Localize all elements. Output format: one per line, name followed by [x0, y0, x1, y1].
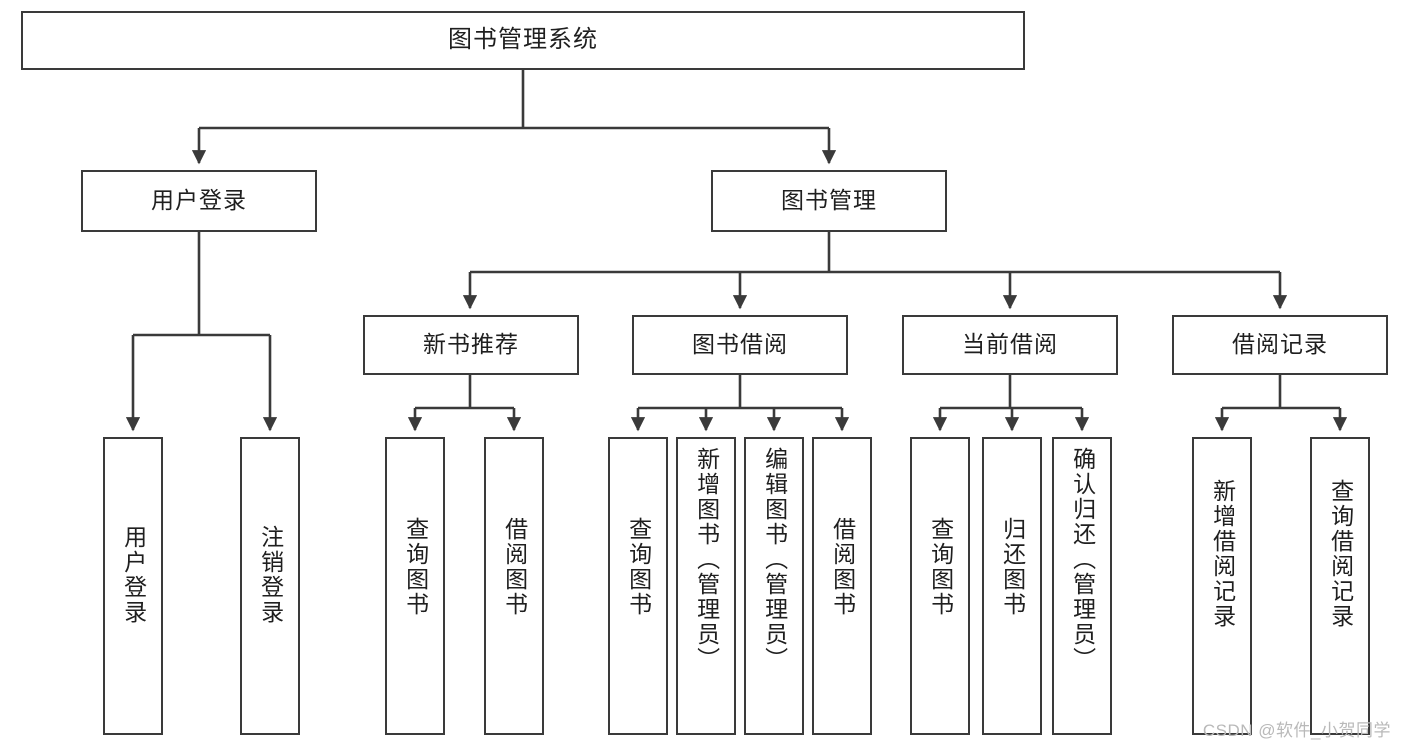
node-leaf-borrow-book-1-label: 借阅图书 — [501, 517, 528, 617]
node-leaf-logout-label: 注销登录 — [257, 525, 284, 625]
node-leaf-confirm-return-label: 确认归还（管理员） — [1069, 447, 1096, 672]
node-leaf-add-record[interactable]: 新增借阅记录 — [1192, 437, 1252, 735]
node-leaf-return-book[interactable]: 归还图书 — [982, 437, 1042, 735]
node-borrow-record-label: 借阅记录 — [1232, 331, 1328, 358]
node-leaf-edit-book[interactable]: 编辑图书（管理员） — [744, 437, 804, 735]
node-new-book-recommend[interactable]: 新书推荐 — [363, 315, 579, 375]
node-leaf-query-book-2-label: 查询图书 — [625, 517, 652, 617]
node-leaf-return-book-label: 归还图书 — [999, 517, 1026, 617]
node-root-label: 图书管理系统 — [448, 26, 598, 54]
node-leaf-query-record[interactable]: 查询借阅记录 — [1310, 437, 1370, 735]
node-current-borrow-label: 当前借阅 — [962, 331, 1058, 358]
node-leaf-edit-book-label: 编辑图书（管理员） — [761, 447, 788, 672]
node-leaf-borrow-book-2-label: 借阅图书 — [829, 517, 856, 617]
node-root[interactable]: 图书管理系统 — [21, 11, 1025, 70]
node-leaf-query-record-label: 查询借阅记录 — [1327, 479, 1354, 629]
node-book-borrow[interactable]: 图书借阅 — [632, 315, 848, 375]
csdn-watermark: CSDN @软件_小贺同学 — [1202, 721, 1391, 740]
node-book-manage-label: 图书管理 — [781, 187, 877, 214]
node-leaf-add-book[interactable]: 新增图书（管理员） — [676, 437, 736, 735]
node-new-book-recommend-label: 新书推荐 — [423, 331, 519, 358]
node-leaf-query-book-1-label: 查询图书 — [402, 517, 429, 617]
node-leaf-query-book-3-label: 查询图书 — [927, 517, 954, 617]
node-book-manage[interactable]: 图书管理 — [711, 170, 947, 232]
node-book-borrow-label: 图书借阅 — [692, 331, 788, 358]
node-current-borrow[interactable]: 当前借阅 — [902, 315, 1118, 375]
node-borrow-record[interactable]: 借阅记录 — [1172, 315, 1388, 375]
node-leaf-confirm-return[interactable]: 确认归还（管理员） — [1052, 437, 1112, 735]
node-leaf-add-book-label: 新增图书（管理员） — [693, 447, 720, 672]
node-leaf-user-login[interactable]: 用户登录 — [103, 437, 163, 735]
node-leaf-borrow-book-2[interactable]: 借阅图书 — [812, 437, 872, 735]
node-leaf-query-book-1[interactable]: 查询图书 — [385, 437, 445, 735]
node-leaf-query-book-2[interactable]: 查询图书 — [608, 437, 668, 735]
node-leaf-add-record-label: 新增借阅记录 — [1209, 479, 1236, 629]
node-user-login-label: 用户登录 — [151, 187, 247, 214]
node-leaf-query-book-3[interactable]: 查询图书 — [910, 437, 970, 735]
node-user-login[interactable]: 用户登录 — [81, 170, 317, 232]
node-leaf-user-login-label: 用户登录 — [120, 525, 147, 625]
node-leaf-borrow-book-1[interactable]: 借阅图书 — [484, 437, 544, 735]
node-leaf-logout[interactable]: 注销登录 — [240, 437, 300, 735]
